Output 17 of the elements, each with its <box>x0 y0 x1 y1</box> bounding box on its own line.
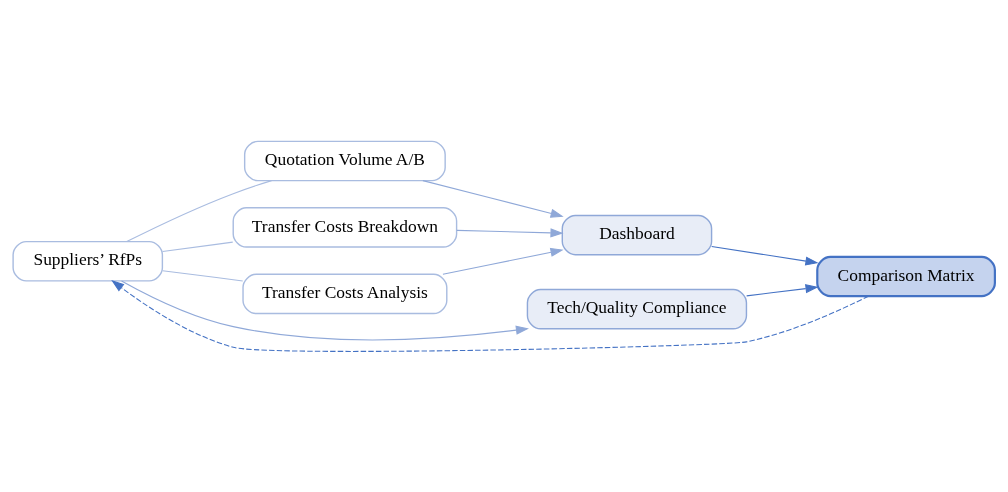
node-box: Suppliers’ RfPs <box>12 240 164 282</box>
node-box: Transfer Costs Breakdown <box>232 206 458 248</box>
arrow <box>111 279 869 352</box>
node-box: Tech/Quality Compliance <box>526 288 748 329</box>
arrow <box>746 283 819 296</box>
node-box: Transfer Costs Analysis <box>242 273 448 314</box>
arrow <box>121 279 529 340</box>
arrow <box>711 245 819 266</box>
connector <box>126 179 273 242</box>
node-box: Comparison Matrix <box>816 255 996 297</box>
connector <box>162 241 234 252</box>
connector <box>162 269 244 281</box>
node-box: Dashboard <box>561 214 713 255</box>
arrow <box>456 227 564 237</box>
arrow <box>442 247 564 275</box>
arrow <box>422 179 564 218</box>
node-box: Quotation Volume A/B <box>243 140 446 181</box>
